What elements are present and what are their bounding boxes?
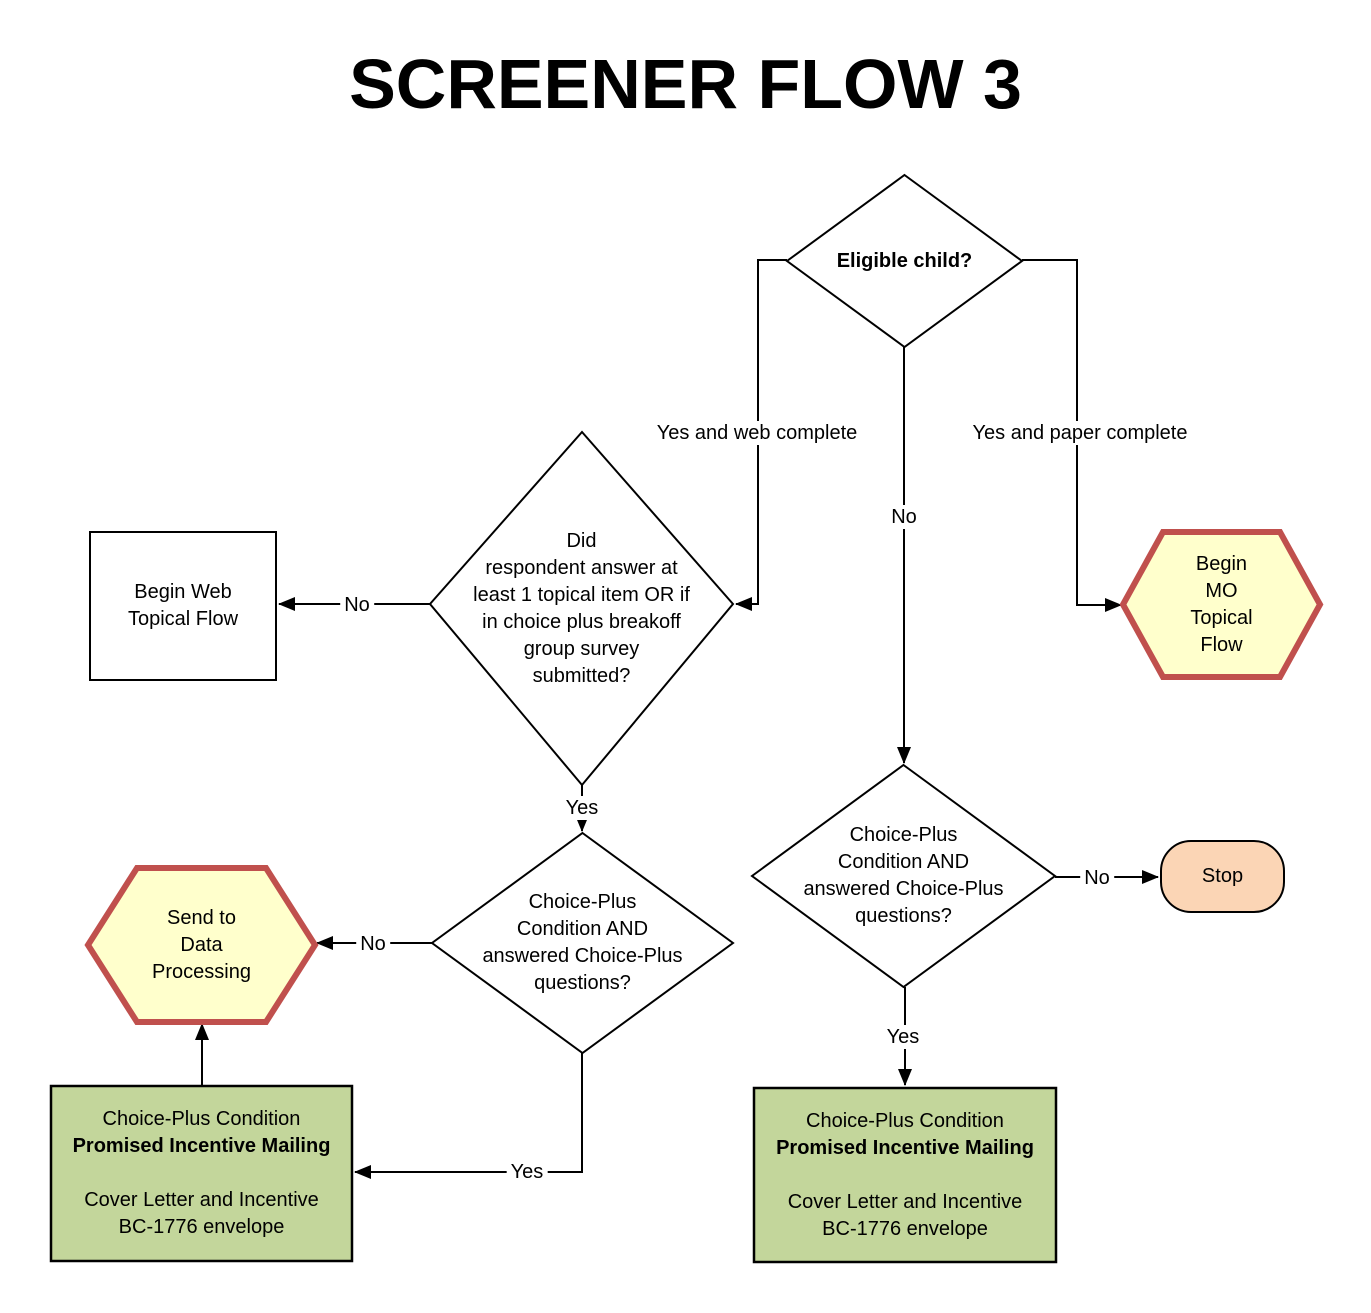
incentive-condition-line: Choice-Plus Condition <box>806 1109 1004 1132</box>
incentive-contents-line: Cover Letter and Incentive BC-1776 envel… <box>84 1189 319 1238</box>
edge-label-yes-choice-plus-left: Yes <box>561 796 603 820</box>
decision-topical-answer: Did respondent answer at least 1 topical… <box>428 430 735 787</box>
decision-topical-answer-label: Did respondent answer at least 1 topical… <box>473 529 690 687</box>
decision-choice-plus-right-label: Choice-Plus Condition AND answered Choic… <box>803 824 1004 927</box>
process-begin-web-topical-flow: Begin Web Topical Flow <box>89 531 277 681</box>
terminator-send-to-data-processing-label: Send to Data Processing <box>152 906 251 983</box>
incentive-contents-line: Cover Letter and Incentive BC-1776 envel… <box>787 1190 1023 1240</box>
diamond-shape <box>750 763 1057 989</box>
process-incentive-mailing-right-text: Choice-Plus Condition Promised Incentive… <box>753 1087 1057 1263</box>
edge-label-no-data-processing: No <box>356 932 390 956</box>
diamond-shape <box>428 430 735 787</box>
edge-label-yes-web-complete: Yes and web complete <box>652 421 862 445</box>
rect-shape <box>49 1084 354 1263</box>
diamond-shape <box>785 173 1024 349</box>
hexagon-shape <box>1119 529 1324 680</box>
decision-choice-plus-right: Choice-Plus Condition AND answered Choic… <box>750 763 1057 989</box>
process-incentive-mailing-right: Choice-Plus Condition Promised Incentive… <box>752 1086 1058 1264</box>
edge-label-no-center: No <box>887 505 921 529</box>
terminator-begin-mo-topical-flow: Begin MO Topical Flow <box>1119 529 1324 680</box>
incentive-mailing-line: Promised Incentive Mailing <box>72 1135 331 1157</box>
edge-label-yes-paper-complete: Yes and paper complete <box>968 421 1192 445</box>
decision-choice-plus-left: Choice-Plus Condition AND answered Choic… <box>430 831 735 1055</box>
decision-eligible-child: Eligible child? <box>785 173 1024 349</box>
rounded-rect-shape <box>1160 840 1285 913</box>
edge-label-no-stop: No <box>1080 866 1114 890</box>
incentive-mailing-line: Promised Incentive Mailing <box>776 1136 1034 1159</box>
edge-label-yes-incentive-right: Yes <box>882 1025 924 1049</box>
rect-shape <box>752 1086 1058 1264</box>
terminator-send-to-data-processing: Send to Data Processing <box>84 865 319 1025</box>
decision-choice-plus-left-label: Choice-Plus Condition AND answered Choic… <box>482 891 683 994</box>
incentive-condition-line: Choice-Plus Condition <box>102 1108 301 1130</box>
hexagon-shape <box>84 865 319 1025</box>
edge-label-no-begin-web: No <box>340 593 374 617</box>
process-incentive-mailing-left-text: Choice-Plus Condition Promised Incentive… <box>50 1085 353 1262</box>
page-title: SCREENER FLOW 3 <box>349 45 1022 123</box>
diamond-shape <box>430 831 735 1055</box>
terminator-stop-label: Stop <box>1201 865 1244 887</box>
decision-eligible-child-label: Eligible child? <box>836 249 973 272</box>
process-incentive-mailing-left: Choice-Plus Condition Promised Incentive… <box>49 1084 354 1263</box>
arrow-choice-plus-left-to-incentive-left <box>354 1053 583 1179</box>
terminator-begin-mo-label: Begin MO Topical Flow <box>1190 552 1253 656</box>
edge-label-yes-incentive-left: Yes <box>506 1160 548 1184</box>
terminator-stop: Stop <box>1160 840 1285 913</box>
